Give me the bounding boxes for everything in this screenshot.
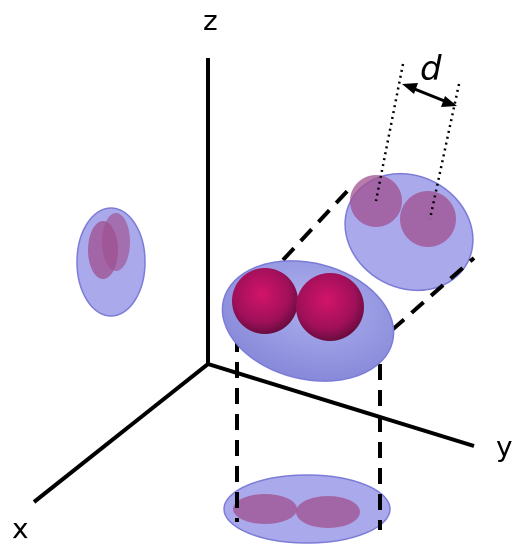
- main-object-lobe: [296, 273, 364, 341]
- y-axis-label: y: [496, 430, 512, 463]
- x-axis-label: x: [12, 512, 29, 545]
- projection-yz-lobe: [400, 191, 456, 247]
- main-object-lobe: [232, 268, 298, 334]
- x-axis: [32, 362, 210, 504]
- projection-xy-lobe: [296, 496, 360, 528]
- separation-arrow-shaft: [411, 86, 448, 104]
- projection-lines: [235, 184, 476, 530]
- projection-xz-lobe: [102, 213, 130, 271]
- axes: [32, 58, 475, 504]
- separation-guides: [374, 63, 461, 220]
- projection-xz: [76, 207, 146, 317]
- y-axis: [207, 362, 475, 448]
- separation-arrow: [402, 83, 457, 107]
- projection-xy: [223, 474, 391, 544]
- projection-xy-lobe: [233, 494, 297, 524]
- z-axis-label: z: [203, 4, 218, 37]
- separation-guide-line: [428, 83, 461, 220]
- main-object: [221, 260, 395, 382]
- separation-label: d: [420, 49, 442, 89]
- dashed-line-to-yz: [281, 184, 354, 262]
- separation-arrowhead-left: [402, 83, 418, 94]
- dashed-line-to-yz: [390, 256, 476, 332]
- separation-arrowhead-right: [441, 96, 457, 107]
